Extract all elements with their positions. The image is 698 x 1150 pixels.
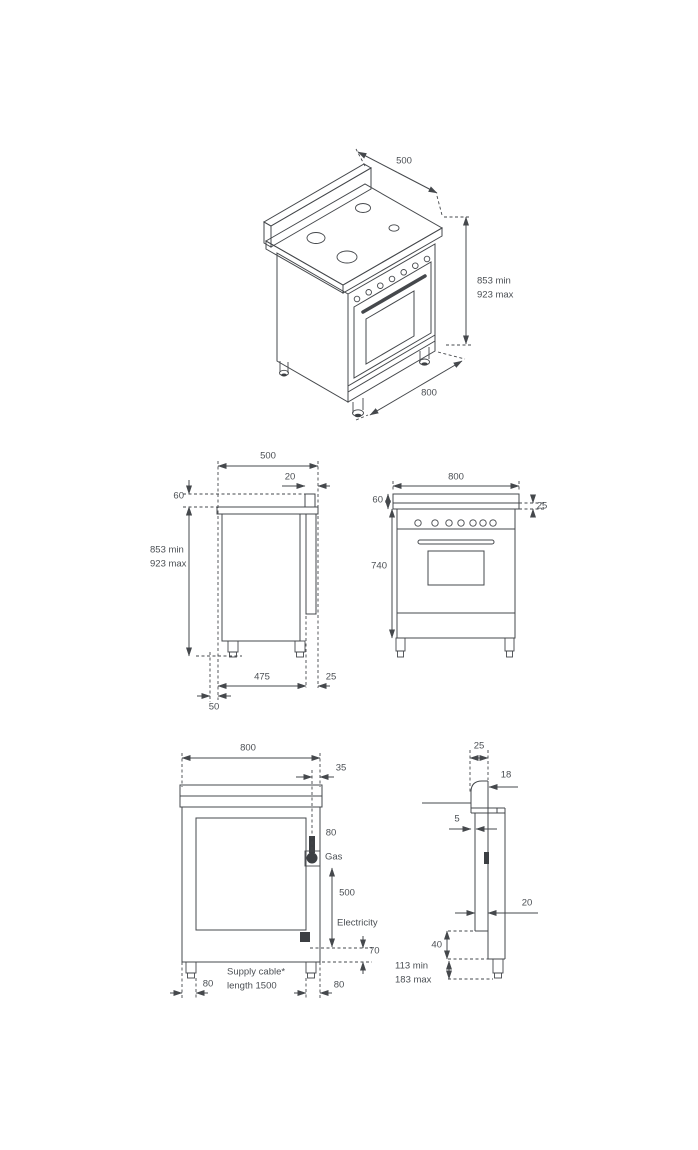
rear-dimension-lines [170, 753, 372, 1000]
iso-width-dim: 800 [421, 387, 437, 399]
gas-label: Gas [325, 851, 343, 863]
iso-dimension-lines [355, 148, 471, 421]
front-outline [392, 493, 520, 658]
rear-leg-inset-right-dim: 80 [333, 979, 345, 991]
rear-profile-view [422, 750, 538, 980]
front-worktop-thickness-dim: 25 [536, 500, 548, 512]
electricity-label: Electricity [337, 917, 378, 929]
profile-upstand-depth-dim: 25 [473, 740, 485, 752]
front-elevation-view [385, 481, 545, 658]
supply-cable-note-line2: length 1500 [227, 980, 277, 992]
gas-connection-icon [304, 836, 321, 867]
side-front-offset-dim: 50 [208, 701, 220, 713]
side-outline [216, 493, 319, 658]
rear-gas-drop-dim: 80 [325, 827, 337, 839]
profile-clearance-min-dim: 113 min [395, 960, 429, 972]
supply-cable-note-line1: Supply cable* [227, 966, 286, 978]
side-height-max-dim: 923 max [150, 558, 187, 570]
front-top-band-dim: 60 [372, 494, 383, 506]
iso-height-max-dim: 923 max [477, 289, 514, 301]
rear-cable-height-dim: 70 [369, 945, 380, 957]
profile-connection-icon [484, 852, 489, 864]
rear-leg-inset-left-dim: 80 [202, 978, 214, 990]
iso-oven-door [347, 261, 436, 393]
profile-dimension-lines [444, 750, 538, 980]
iso-cooker-outline [262, 163, 444, 418]
profile-duct-depth-dim: 20 [521, 897, 533, 909]
electricity-connection-icon [300, 932, 310, 942]
front-dimension-lines [385, 481, 545, 639]
profile-rear-gap-dim: 5 [454, 813, 460, 825]
profile-plinth-step-dim: 40 [431, 939, 442, 951]
profile-wall-offset-dim: 18 [500, 769, 512, 781]
side-dimension-lines [183, 461, 330, 702]
iso-burners [306, 203, 400, 264]
rear-gas-electric-dim: 500 [339, 887, 355, 899]
front-oven-door [417, 539, 495, 586]
iso-legs [279, 347, 430, 418]
iso-depth-dim: 500 [396, 155, 412, 167]
profile-clearance-max-dim: 183 max [395, 974, 432, 986]
front-body-height-dim: 740 [371, 560, 387, 572]
iso-height-min-dim: 853 min [477, 275, 511, 287]
profile-outline [422, 780, 506, 979]
rear-outline [179, 784, 323, 979]
front-control-knobs [414, 519, 497, 527]
side-base-depth-dim: 475 [254, 671, 270, 683]
front-width-dim: 800 [448, 471, 464, 483]
side-upstand-setback-dim: 20 [284, 471, 296, 483]
side-height-min-dim: 853 min [150, 544, 184, 556]
rear-width-dim: 800 [240, 742, 256, 754]
rear-elevation-view [170, 753, 372, 1000]
rear-gas-offset-dim: 35 [335, 762, 347, 774]
side-elevation-view [183, 461, 330, 702]
iso-control-knobs [353, 255, 431, 303]
side-rear-channel-dim: 25 [325, 671, 337, 683]
side-upstand-height-dim: 60 [173, 490, 184, 502]
isometric-view [262, 148, 471, 421]
side-depth-dim: 500 [260, 450, 276, 462]
